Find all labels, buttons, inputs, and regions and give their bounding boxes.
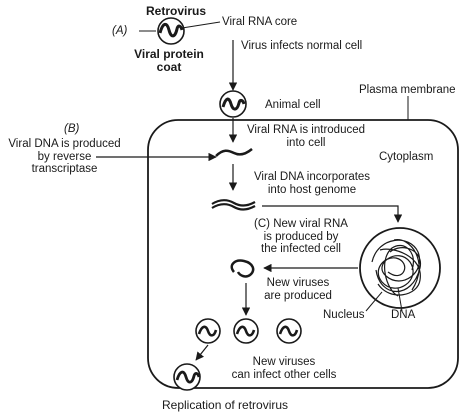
caption: Replication of retrovirus — [162, 398, 289, 412]
pointer-dna-line — [397, 287, 403, 312]
label-animal-cell: Animal cell — [265, 99, 321, 111]
label-dna: DNA — [391, 309, 416, 321]
retrovirus-particle — [157, 17, 185, 45]
label-viral-dna-produced: Viral DNA is produced by reverse transcr… — [2, 138, 127, 176]
released-virus — [173, 363, 201, 391]
marker-a: (A) — [112, 25, 128, 37]
viral-dna-double-strand — [211, 199, 256, 211]
label-viral-dna-produced-line2: by reverse — [37, 150, 92, 163]
label-plasma-membrane: Plasma membrane — [359, 84, 456, 96]
label-viral-protein-coat-line2: coat — [156, 59, 182, 74]
label-viral-protein-coat: Viral protein coat — [114, 48, 224, 73]
arrow-virus-exits — [195, 344, 209, 361]
label-new-viral-rna-line2: is produced by — [263, 230, 339, 243]
pointer-rna-core-line — [181, 21, 221, 29]
label-viral-protein-coat-line1: Viral protein — [134, 47, 204, 61]
label-retrovirus: Retrovirus — [146, 4, 207, 18]
label-cytoplasm: Cytoplasm — [379, 151, 434, 163]
label-viral-rna-introduced: Viral RNA is introduced into cell — [236, 124, 376, 149]
new-viral-rna — [230, 259, 255, 278]
label-new-viruses-produced: New viruses are produced — [258, 277, 338, 302]
label-new-viruses-infect-line2: can infect other cells — [231, 368, 337, 381]
new-virus-1 — [195, 318, 221, 344]
viral-rna-strand — [215, 148, 253, 157]
nucleus — [359, 227, 441, 309]
label-nucleus: Nucleus — [323, 309, 365, 321]
label-virus-infects: Virus infects normal cell — [241, 40, 363, 52]
label-new-viruses-infect-line1: New viruses — [252, 356, 316, 368]
label-new-viruses-produced-line1: New viruses — [266, 277, 330, 289]
label-viral-dna-incorporates-line2: into host genome — [267, 183, 357, 196]
label-new-viral-rna: (C) New viral RNA is produced by the inf… — [248, 218, 354, 256]
label-new-viral-rna-line1: (C) New viral RNA — [254, 218, 348, 230]
label-new-viruses-produced-line2: are produced — [264, 289, 332, 302]
label-viral-dna-produced-line1: Viral DNA is produced — [8, 138, 121, 150]
label-new-viruses-infect: New viruses can infect other cells — [214, 356, 354, 381]
label-viral-dna-incorporates-line1: Viral DNA incorporates — [253, 171, 371, 183]
label-viral-rna-introduced-line2: into cell — [286, 136, 326, 149]
label-viral-dna-incorporates: Viral DNA incorporates into host genome — [246, 171, 378, 196]
label-viral-rna-core: Viral RNA core — [222, 16, 298, 28]
virus-at-membrane — [219, 90, 247, 118]
new-virus-2 — [233, 318, 259, 344]
label-viral-rna-introduced-line1: Viral RNA is introduced — [246, 124, 366, 136]
label-viral-dna-produced-line3: transcriptase — [31, 163, 98, 175]
label-new-viral-rna-line3: the infected cell — [261, 243, 341, 255]
pointer-nucleus-line — [365, 291, 383, 312]
arrow-dna-to-nucleus — [262, 205, 403, 223]
animal-cell-outline — [147, 119, 459, 389]
new-virus-3 — [276, 318, 302, 344]
marker-b: (B) — [64, 123, 80, 135]
